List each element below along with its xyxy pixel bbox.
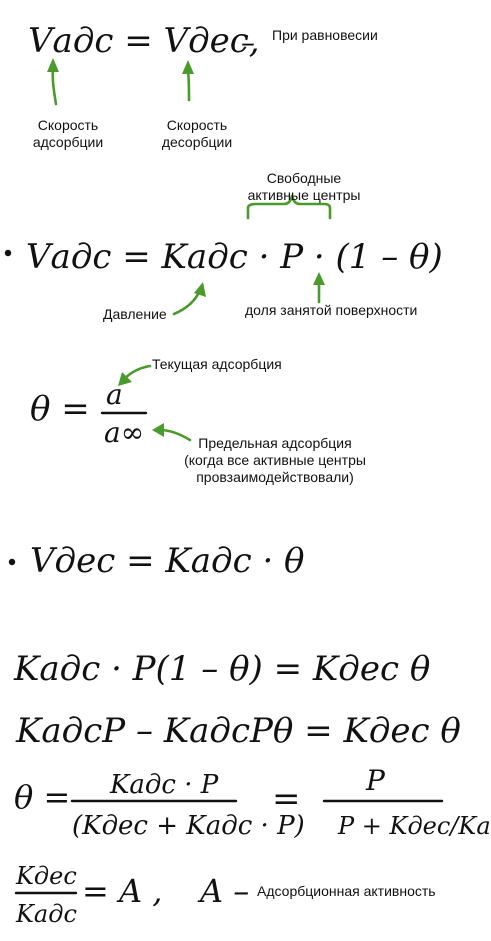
arrow-limit-ads bbox=[152, 423, 192, 442]
arrow-current-ads bbox=[118, 364, 152, 386]
activity-symbol: A – bbox=[197, 872, 249, 910]
theta-denominator: a∞ bbox=[104, 416, 144, 449]
free-centers-label: Свободные активные центры bbox=[247, 170, 361, 203]
derivation-line-2: KадсP – KадсPθ = Kдес θ bbox=[15, 711, 461, 751]
arrow-ads-rate bbox=[47, 58, 59, 106]
bullet-dot bbox=[8, 558, 16, 566]
equilibrium-dash: – bbox=[241, 26, 255, 59]
derivation-line-3-numerator-2: P bbox=[365, 764, 386, 797]
equilibrium-equation: Vадс = Vдес, bbox=[28, 21, 260, 61]
equilibrium-note: При равновесии bbox=[272, 27, 378, 43]
free-centers-brace bbox=[246, 194, 332, 220]
arrow-des-rate bbox=[182, 60, 194, 102]
current-ads-label: Текущая адсорбция bbox=[152, 356, 282, 372]
activity-numerator: Kдес bbox=[15, 862, 77, 890]
derivation-line-3-numerator: Kадс · P bbox=[109, 770, 219, 800]
ads-rate-label: Скорость адсорбции bbox=[32, 117, 104, 150]
surface-fraction-label: доля занятой поверхности bbox=[245, 302, 418, 318]
limit-ads-label: Предельная адсорбция (когда все активные… bbox=[184, 435, 366, 485]
derivation-line-3-denominator-2: P + Kдес/Kадс bbox=[337, 812, 491, 840]
theta-lhs: θ = bbox=[30, 389, 90, 429]
activity-equals: = A , bbox=[82, 872, 162, 910]
derivation-line-3-lhs: θ = bbox=[14, 778, 70, 816]
derivation-line-1: Kадс · P(1 – θ) = Kдес θ bbox=[13, 649, 430, 689]
ads-rate-equation: Vадс = Kадс · P · (1 – θ) bbox=[26, 237, 443, 277]
arrow-pressure bbox=[172, 282, 206, 316]
pressure-label: Давление bbox=[103, 306, 167, 322]
des-rate-equation: Vдес = Kадс · θ bbox=[30, 541, 305, 581]
derivation-line-3-equals: = bbox=[272, 779, 301, 819]
activity-denominator: Kадс bbox=[15, 900, 77, 928]
derivation-line-3-denominator: (Kдес + Kадс · P) bbox=[72, 811, 305, 841]
des-rate-label: Скорость десорбции bbox=[161, 117, 233, 150]
adsorption-activity-note: Адсорбционная активность bbox=[257, 883, 436, 899]
theta-numerator: a bbox=[106, 378, 123, 411]
arrow-surface-fraction bbox=[313, 272, 325, 304]
bullet-dot bbox=[4, 249, 12, 257]
